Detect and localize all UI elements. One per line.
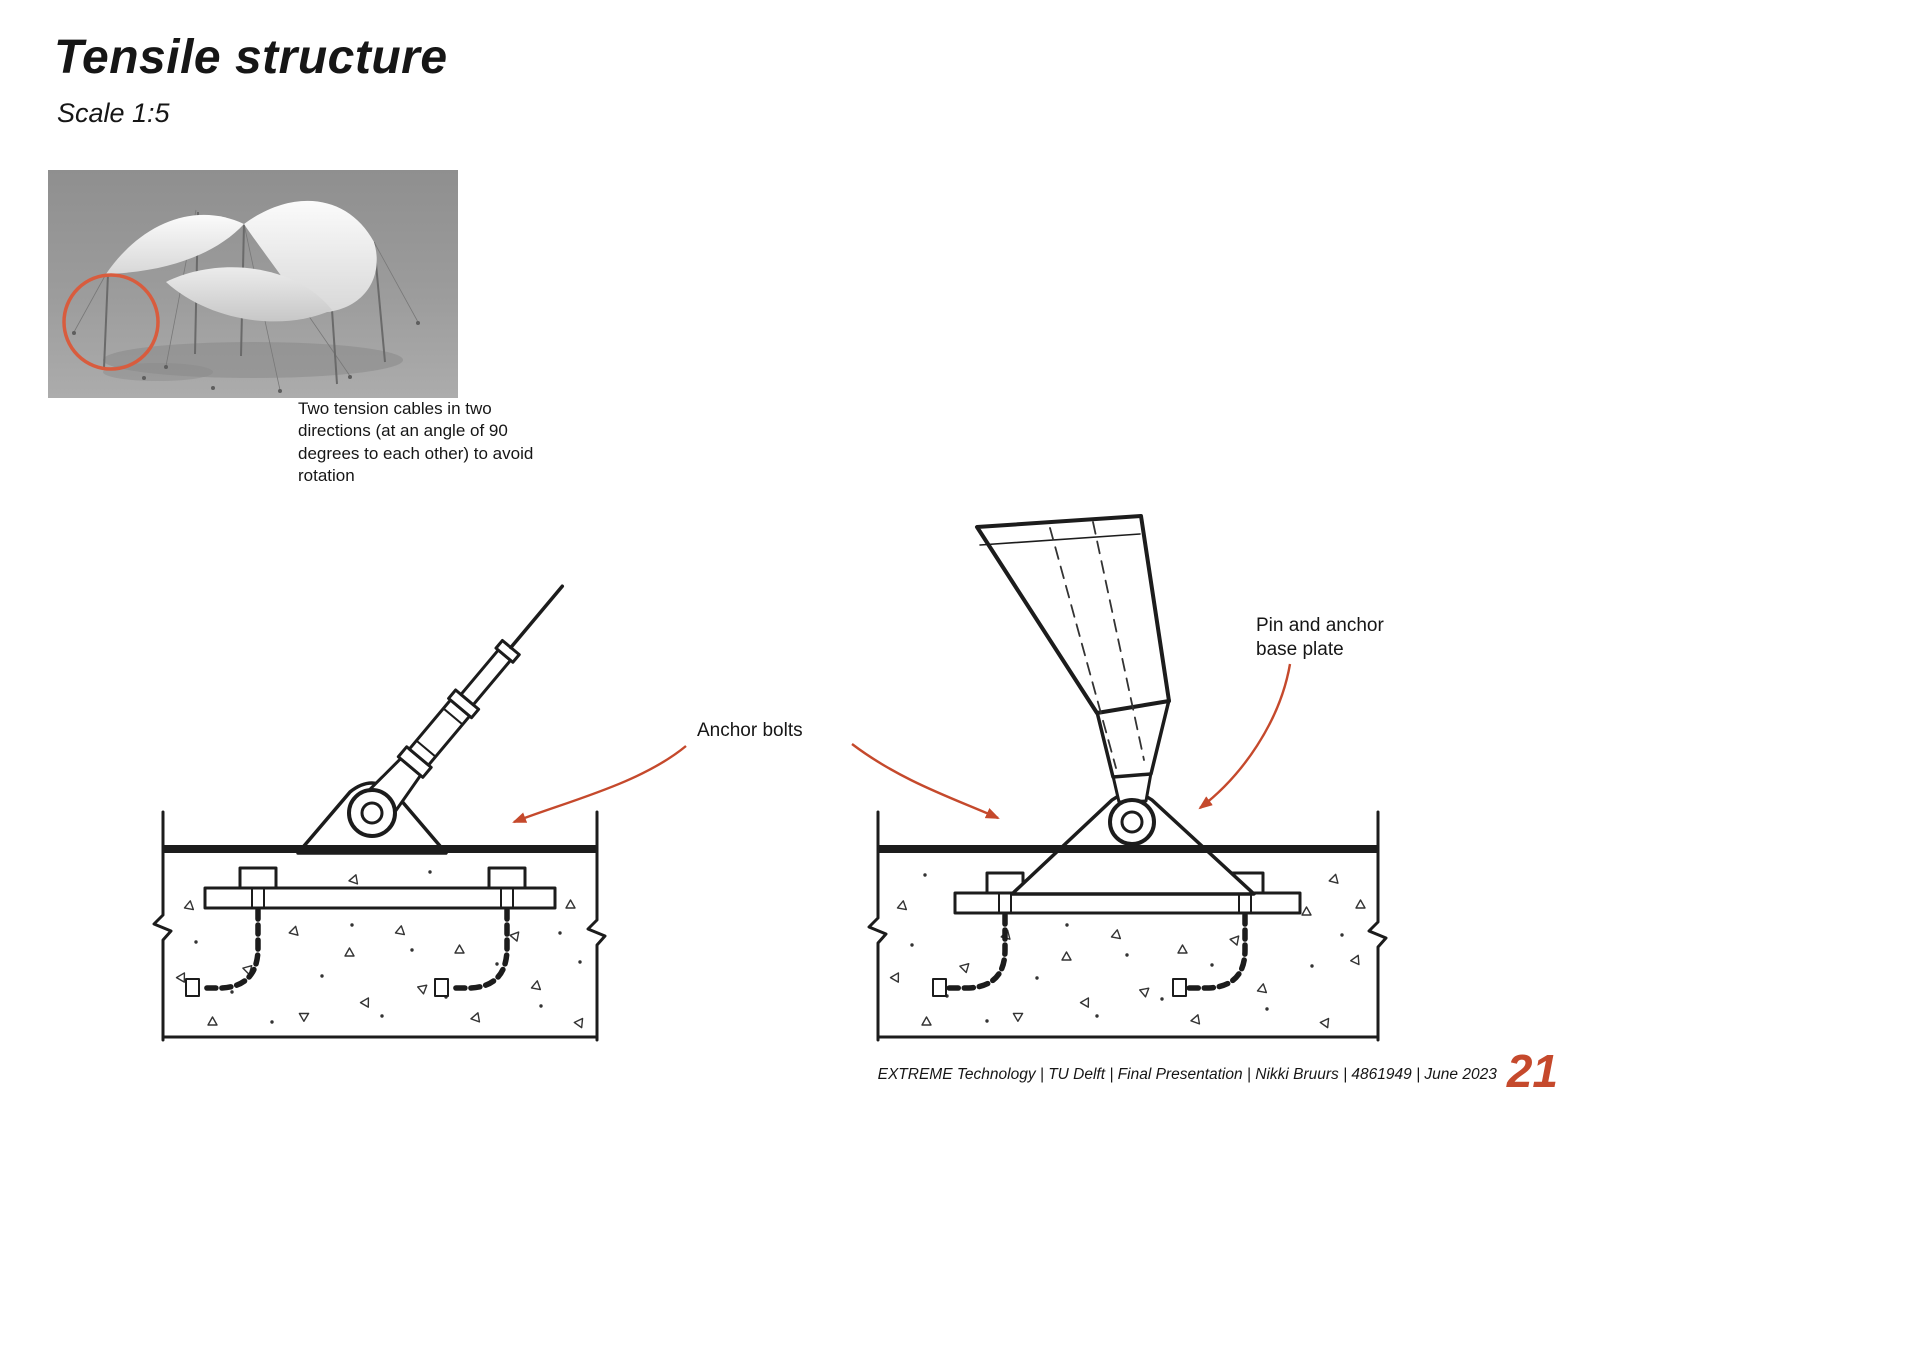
- arrow-anchor-bolts-left: [512, 745, 687, 824]
- left-anchor-detail-drawing: [152, 584, 607, 1042]
- slab-surface-line: [878, 845, 1378, 853]
- slab-edge: [1367, 810, 1388, 1042]
- anchor-base-plate: [203, 886, 557, 910]
- footer: EXTREME Technology | TU Delft | Final Pr…: [877, 1045, 1558, 1097]
- mast-break-line: [979, 533, 1141, 546]
- arrow-anchor-bolts-right: [851, 743, 1000, 820]
- page-title: Tensile structure: [54, 31, 448, 84]
- anchor-bolt: [932, 871, 1025, 997]
- pin-anchor-label: Pin and anchor base plate: [1256, 615, 1384, 660]
- mast-centerline: [1092, 521, 1145, 761]
- page-number: 21: [1506, 1045, 1558, 1097]
- photo-caption: Two tension cables in two directions (at…: [298, 399, 534, 486]
- slab-edge: [867, 810, 888, 1042]
- fabric-sails: [106, 200, 377, 322]
- right-anchor-detail-drawing: [867, 514, 1388, 1042]
- ground-shadow: [103, 342, 403, 378]
- arrow-pin-base-plate: [1198, 663, 1292, 810]
- tensile-structure-photo: [48, 170, 458, 398]
- pivot-pin-hole: [1120, 810, 1144, 834]
- scale-note: Scale 1:5: [57, 98, 170, 128]
- ground-anchors: [72, 321, 420, 393]
- slab-edge: [586, 810, 607, 1042]
- ground-shadow: [103, 363, 213, 381]
- anchor-bolts-label: Anchor bolts: [697, 720, 803, 741]
- pivot-pin-hole: [360, 801, 384, 825]
- highlight-circle: [62, 273, 160, 371]
- mast-centerline: [1049, 527, 1117, 769]
- tension-cable-assembly: [366, 584, 565, 815]
- anchor-base-plate: [953, 891, 1302, 915]
- slab-surface-line: [163, 845, 597, 853]
- anchor-bolt: [185, 866, 278, 997]
- tensile-structure-render: [48, 170, 458, 398]
- slab-edge: [152, 810, 173, 1042]
- annotation-arrows: [512, 663, 1292, 824]
- footer-credits: EXTREME Technology | TU Delft | Final Pr…: [877, 1066, 1497, 1084]
- anchor-bolt: [434, 866, 527, 997]
- tension-cable: [509, 584, 565, 650]
